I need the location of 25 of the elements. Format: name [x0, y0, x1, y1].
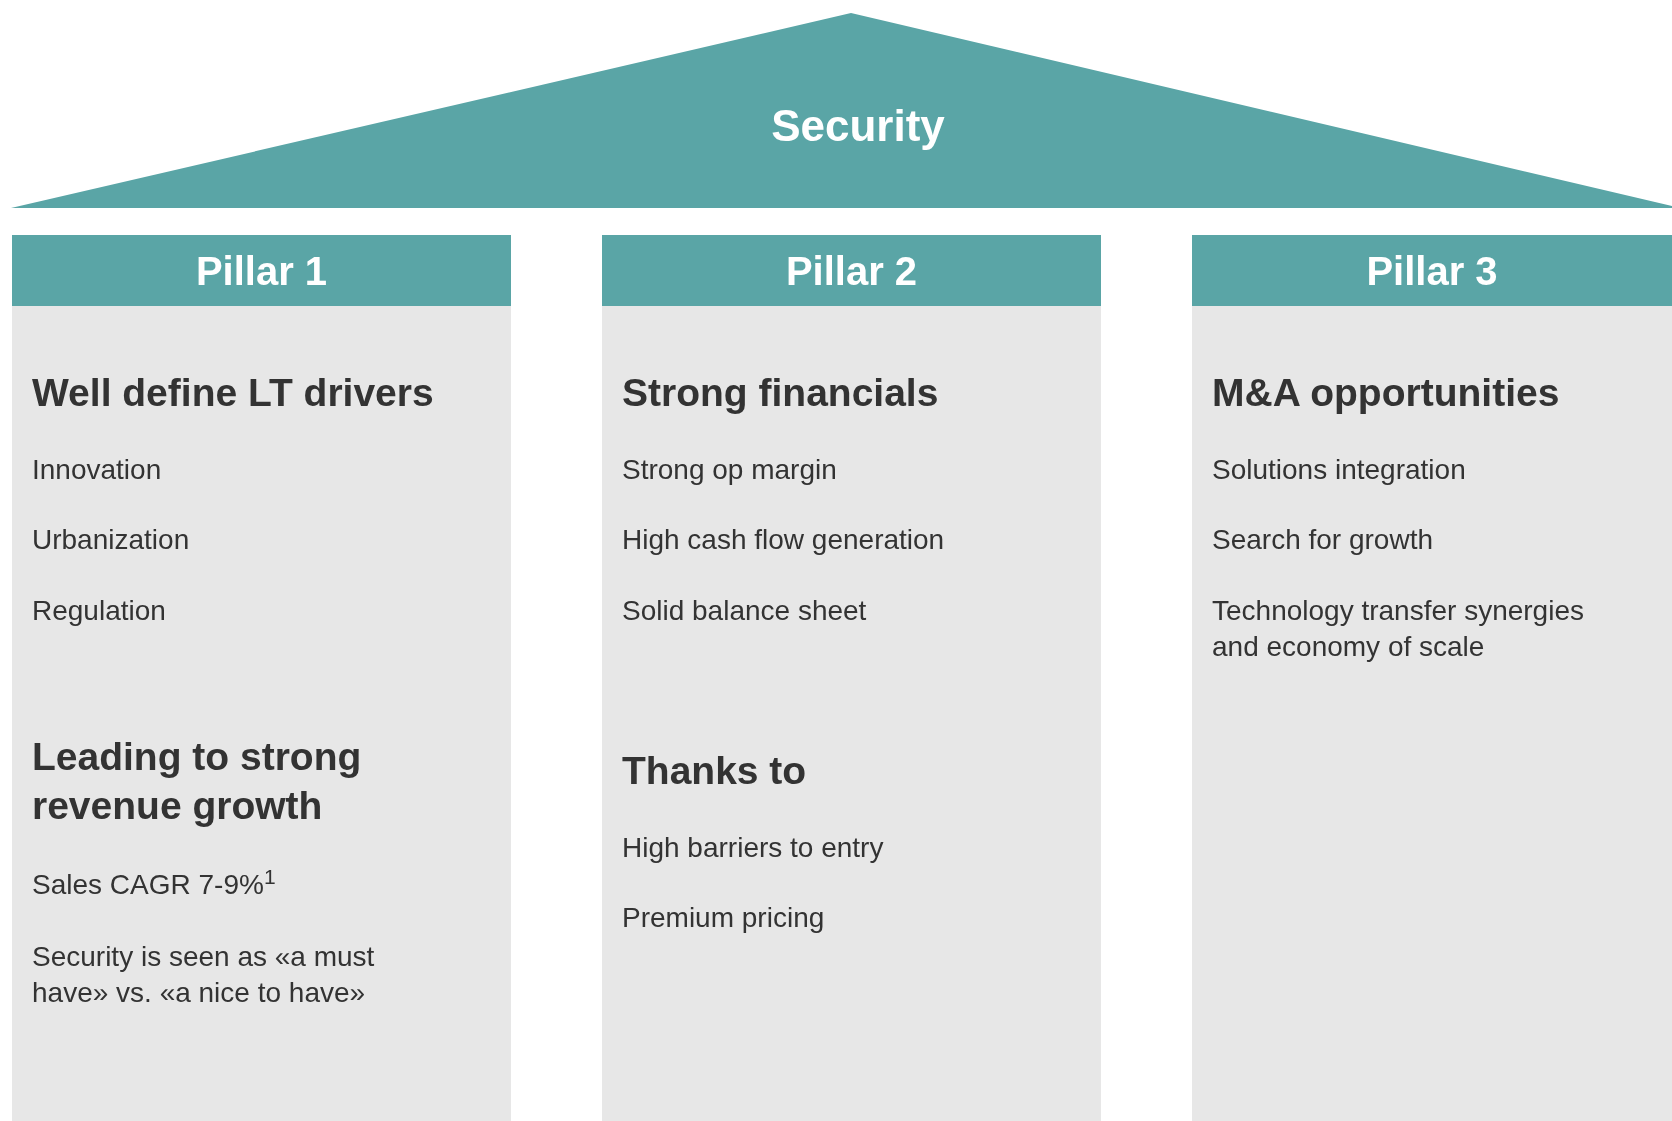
bullet-text: Solutions integration — [1212, 453, 1467, 487]
bullet-text: High cash flow generation — [622, 523, 946, 557]
bullet-text: Premium pricing — [622, 901, 826, 935]
bullet-text: Strong op margin — [622, 453, 838, 487]
bullet-text: Search for growth — [1212, 523, 1434, 557]
bullet-text: Technology transfer synergies and economy of scale — [1212, 594, 1585, 665]
bullet-text: Urbanization — [32, 523, 191, 557]
bullet-text: Sales CAGR 7-9%$^{1}$ — [32, 867, 277, 902]
pillar-column — [12, 235, 511, 1121]
bullet-text: High barriers to entry — [622, 831, 885, 865]
pillar-header: Pillar 1 — [12, 235, 511, 306]
bullet-text: Innovation — [32, 453, 163, 487]
pillar-column — [1192, 235, 1672, 1121]
section-heading: Well define LT drivers — [32, 370, 435, 416]
pillar-column — [602, 235, 1101, 1121]
pillar-header: Pillar 3 — [1192, 235, 1672, 306]
section-heading: Strong financials — [622, 370, 940, 416]
bullet-text: Solid balance sheet — [622, 594, 868, 628]
section-heading: Leading to strong revenue growth — [32, 734, 363, 829]
section-heading: M&A opportunities — [1212, 370, 1561, 416]
bullet-text: Regulation — [32, 594, 167, 628]
section-heading: Thanks to — [622, 748, 808, 794]
pillar-header: Pillar 2 — [602, 235, 1101, 306]
bullet-text: Security is seen as «a must have» vs. «a nice to have» — [32, 940, 376, 1011]
roof-title: Security — [771, 104, 945, 148]
